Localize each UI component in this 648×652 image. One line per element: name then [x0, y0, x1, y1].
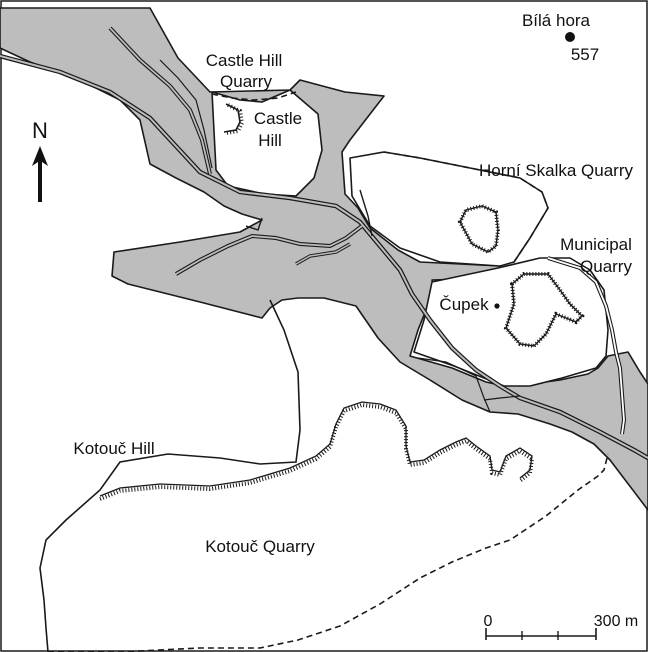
road-west-spur-inner	[295, 243, 351, 265]
label-bila-hora: Bílá hora	[522, 11, 591, 30]
bila-hora-point	[565, 32, 575, 42]
kotouc-quarry-rim-hatch	[99, 402, 535, 501]
label-castle-hill-quarry-1: Castle Hill	[206, 51, 283, 70]
municipal-quarry-pit	[505, 273, 583, 347]
label-bila-hora-elevation: 557	[571, 45, 599, 64]
north-arrow-letter: N	[32, 118, 48, 143]
north-arrow-icon: N	[32, 118, 48, 202]
main-road-inner	[0, 55, 648, 459]
label-kotouc-quarry: Kotouč Quarry	[205, 537, 315, 556]
road-southeast	[417, 357, 491, 413]
label-cupek: Čupek	[439, 295, 489, 314]
label-municipal-quarry-1: Municipal	[560, 235, 632, 254]
label-castle-hill-1: Castle	[254, 109, 302, 128]
label-horni-skalka-quarry: Horní Skalka Quarry	[479, 161, 633, 180]
kotouc-quarry-boundary	[48, 453, 609, 652]
road-junction-tick	[245, 217, 263, 231]
castle-hill-quarry-hatch	[225, 103, 245, 135]
road-southeast-spur	[483, 395, 521, 401]
road-municipal-east-inner	[547, 257, 625, 435]
road-castle-west	[159, 59, 213, 169]
label-castle-hill-2: Hill	[258, 131, 282, 150]
north-arrow-shape	[32, 146, 48, 202]
label-municipal-quarry-2: Quarry	[580, 257, 632, 276]
label-kotouc-hill: Kotouč Hill	[73, 439, 154, 458]
cupek-point	[494, 303, 500, 309]
label-castle-hill-quarry-2: Quarry	[220, 72, 272, 91]
horni-skalka-pit-hatch	[457, 203, 501, 255]
road-west-branch-inner	[175, 225, 363, 275]
road-skalka-link	[359, 189, 373, 237]
horni-skalka-boundary	[383, 151, 549, 263]
road-northwest-inner	[109, 27, 211, 175]
scale-bar: 0 300 m	[484, 613, 638, 640]
kotouc-hill-outline	[39, 299, 301, 652]
castle-hill-quarry-boundary	[211, 91, 297, 101]
scale-bar-end-label: 300 m	[594, 613, 638, 630]
scale-bar-start-label: 0	[484, 613, 493, 630]
